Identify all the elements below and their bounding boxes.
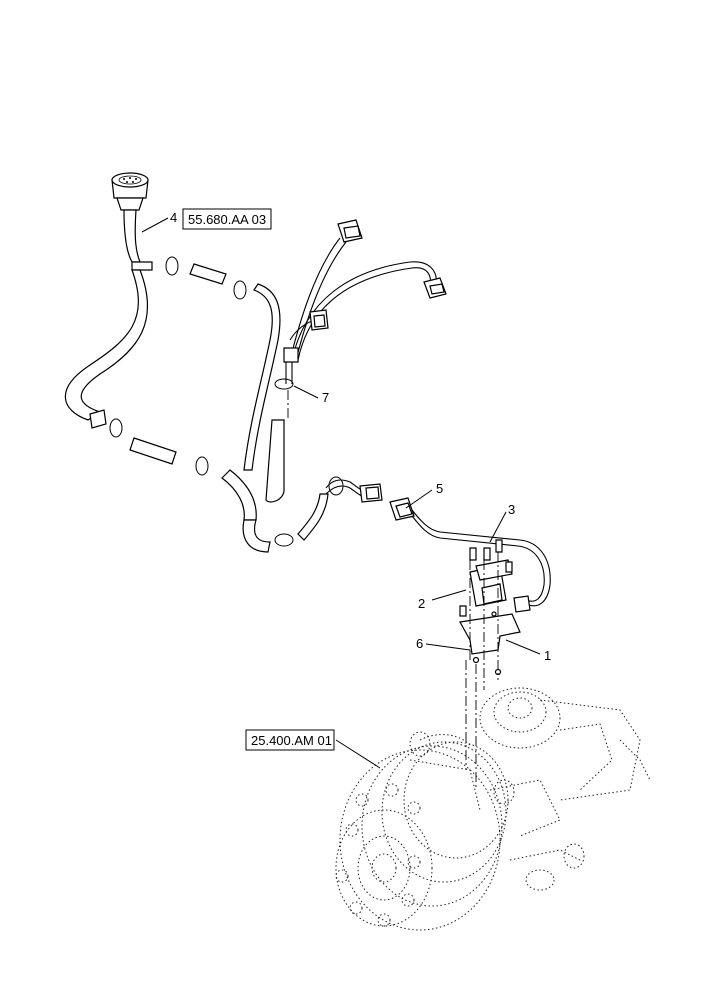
callout-6: 6 bbox=[416, 636, 423, 651]
sensor-bracket bbox=[459, 559, 521, 655]
wire-branches bbox=[283, 237, 437, 384]
axle-hub-phantom bbox=[335, 687, 651, 931]
reference-box-harness: 55.680.AA 03 bbox=[182, 208, 272, 230]
alignment-lines bbox=[287, 390, 499, 790]
sensor-harness bbox=[325, 479, 551, 613]
reference-box-axle: 25.400.AM 01 bbox=[245, 729, 335, 751]
bolts bbox=[459, 539, 513, 676]
reference-harness-label: 55.680.AA 03 bbox=[188, 212, 266, 227]
connector-right bbox=[423, 277, 447, 299]
harness-sleeve-main bbox=[64, 209, 271, 553]
round-connector-plug bbox=[111, 172, 149, 211]
callout-1: 1 bbox=[544, 648, 551, 663]
connector-top bbox=[337, 219, 363, 243]
callout-2: 2 bbox=[418, 596, 425, 611]
leader-lines bbox=[141, 217, 541, 769]
callout-7: 7 bbox=[322, 390, 329, 405]
harness-sleeve-upper bbox=[189, 263, 329, 541]
callout-3: 3 bbox=[508, 502, 515, 517]
callout-5: 5 bbox=[436, 481, 443, 496]
callout-4: 4 bbox=[170, 210, 177, 225]
reference-axle-label: 25.400.AM 01 bbox=[251, 733, 332, 748]
connector-middle bbox=[309, 309, 329, 331]
